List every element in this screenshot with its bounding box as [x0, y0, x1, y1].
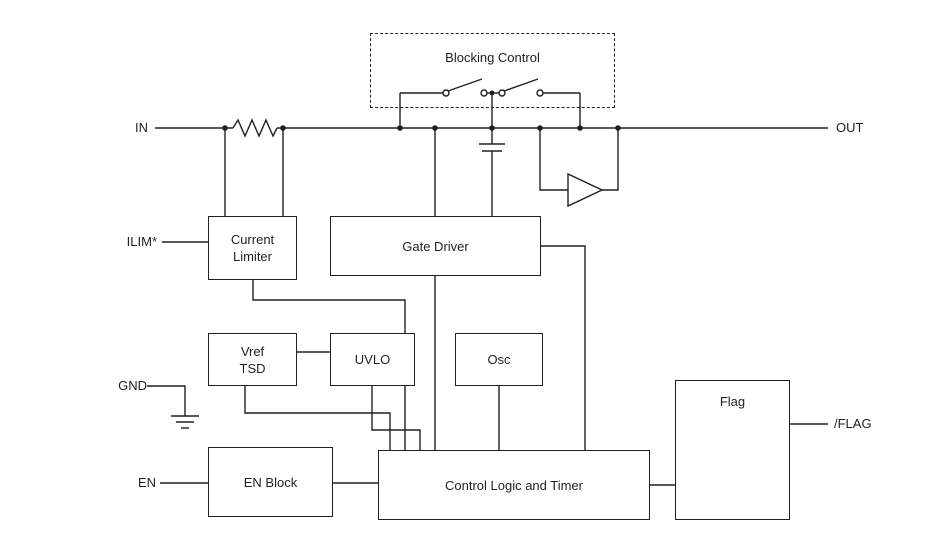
uvlo-box: UVLO	[330, 333, 415, 386]
switch-arm-icon	[447, 78, 483, 92]
pin-label-ilim: ILIM*	[126, 234, 157, 249]
current-limiter-box: Current Limiter	[208, 216, 297, 280]
vref-tsd-label-line2: TSD	[239, 360, 266, 376]
uvlo-to-control-wire	[371, 386, 421, 450]
gate-driver-right-wire	[541, 245, 586, 450]
in-out-rail	[155, 118, 828, 138]
switch-contact-icon	[480, 89, 488, 97]
switch-contact-icon	[442, 89, 450, 97]
vref-tsd-box: Vref TSD	[208, 333, 297, 386]
current-limiter-label-line1: Current	[230, 232, 275, 247]
flag-label: Flag	[719, 394, 746, 409]
switch-contact-icon	[536, 89, 544, 97]
control-logic-box: Control Logic and Timer	[378, 450, 650, 520]
pin-label-gnd: GND	[118, 378, 147, 393]
current-limiter-label-line2: Limiter	[232, 249, 272, 264]
gnd-ground-icon	[147, 385, 199, 429]
gate-driver-box: Gate Driver	[330, 216, 541, 276]
uvlo-label: UVLO	[354, 352, 391, 367]
switch-arm-icon	[503, 78, 539, 92]
pin-label-in: IN	[135, 120, 148, 135]
blocking-switches	[399, 78, 581, 128]
blocking-control-label: Blocking Control	[445, 50, 540, 65]
switch-contact-icon	[498, 89, 506, 97]
buffer-icon	[539, 128, 619, 208]
gate-driver-label: Gate Driver	[402, 238, 469, 254]
pin-label-en: EN	[137, 475, 156, 490]
pass-fet-icon	[479, 128, 505, 216]
en-block-label: EN Block	[243, 474, 298, 490]
osc-box: Osc	[455, 333, 543, 386]
vref-to-control-wire	[244, 386, 391, 450]
junction-dots	[222, 90, 621, 131]
en-block-box: EN Block	[208, 447, 333, 517]
control-logic-label: Control Logic and Timer	[444, 477, 583, 493]
pin-label-out: OUT	[836, 120, 864, 135]
blocking-control-box: Blocking Control	[370, 33, 615, 108]
vref-tsd-label-line1: Vref	[240, 343, 265, 359]
osc-label: Osc	[487, 352, 511, 367]
sense-resistor-icon	[232, 118, 278, 138]
pin-label-nflag: /FLAG	[834, 416, 872, 431]
flag-box: Flag	[675, 380, 790, 520]
